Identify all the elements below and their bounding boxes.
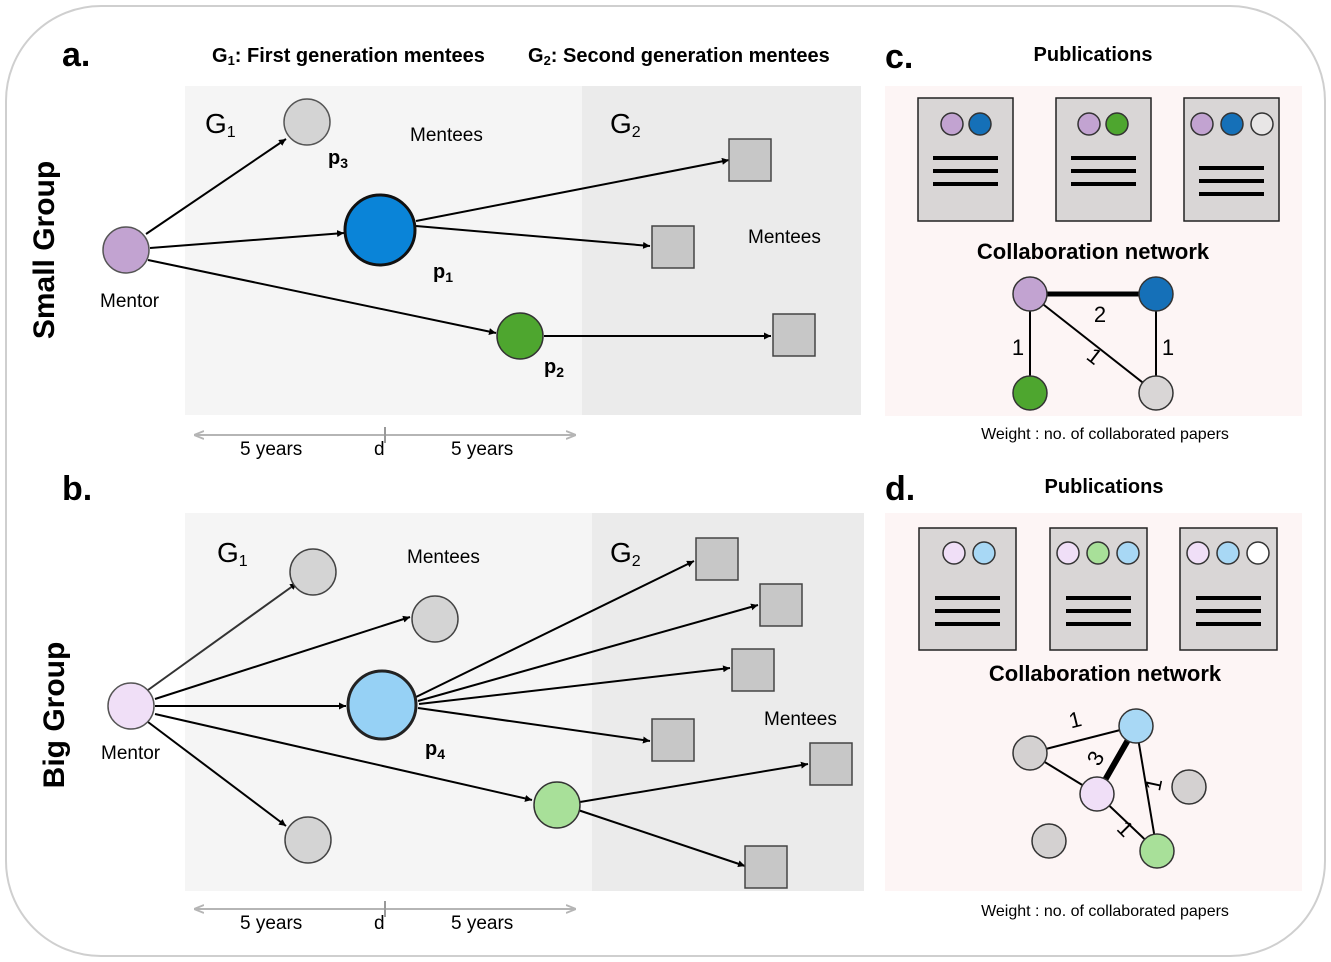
panel-a-mentor-label: Mentor: [100, 291, 160, 312]
panel-c-network-edge: [1029, 293, 1157, 394]
panel-d-network-node: [1079, 776, 1115, 812]
panel-d-network-node: [1031, 823, 1067, 859]
panel-d-edge-weight: 1: [1140, 776, 1167, 793]
panel-d-letter: d.: [885, 470, 915, 508]
header-g1: G1: First generation mentees: [212, 45, 485, 68]
edge-mentor-p2: [147, 259, 497, 335]
panel-b-g1-node: [411, 595, 459, 643]
label-p1: p1: [433, 261, 453, 285]
panel-b-mentees-g2: Mentees: [764, 709, 837, 730]
panel-b-green-node: [533, 781, 581, 829]
panel-d-network-edge: [1135, 725, 1158, 852]
panel-b-years-left: 5 years: [240, 913, 302, 934]
panel-b-mentor-node: [107, 682, 155, 730]
panel-b-g1-label: G1: [217, 537, 248, 570]
node-p3: [283, 98, 331, 146]
panel-c-document: [1183, 97, 1280, 222]
panel-c-edge-weight: 1: [1012, 335, 1024, 360]
edge-p1-g2a: [415, 157, 730, 222]
panel-a-g2-node: [772, 313, 816, 357]
panel-c-caption: Weight : no. of collaborated papers: [981, 426, 1229, 443]
panel-a-mentees-g1: Mentees: [410, 125, 483, 146]
panel-b-side-label: Big Group: [38, 642, 71, 789]
panel-d-network-node: [1139, 833, 1175, 869]
panel-d-document: [1179, 527, 1278, 651]
panel-a-g1-label: G1: [205, 108, 236, 141]
panel-b-g2-node: [759, 583, 803, 627]
panel-b-mentees-g1: Mentees: [407, 547, 480, 568]
panel-a-side-label: Small Group: [28, 161, 61, 339]
panel-b-d-label: d: [374, 913, 385, 934]
panel-c-network-node: [1138, 276, 1174, 312]
panel-b-edge: [579, 761, 809, 803]
panel-a-g2-label: G2: [610, 108, 641, 141]
panel-d-network-node: [1012, 735, 1048, 771]
panel-b-edge: [415, 560, 695, 698]
panel-c-title: Publications: [1034, 44, 1153, 66]
panel-d-caption: Weight : no. of collaborated papers: [981, 903, 1229, 920]
panel-c-network-node: [1012, 276, 1048, 312]
panel-b-years-right: 5 years: [451, 913, 513, 934]
panel-a-years-right: 5 years: [451, 439, 513, 460]
panel-a-d-label: d: [374, 439, 385, 460]
panel-d-network-node: [1118, 708, 1154, 744]
header-g2: G2: Second generation mentees: [528, 45, 830, 68]
panel-b-edge: [577, 809, 746, 868]
panel-d: d. Publications Coll: [885, 470, 1302, 920]
panel-b-g1-node: [289, 548, 337, 596]
panel-b-g2-label: G2: [610, 537, 641, 570]
label-p2: p2: [544, 356, 564, 380]
panel-c-edge-weight: 1: [1162, 335, 1174, 360]
panel-b-edge: [154, 615, 411, 700]
panel-b-mentor-label: Mentor: [101, 743, 161, 764]
edge-p1-g2b: [415, 225, 651, 249]
panel-b-edge: [147, 721, 287, 827]
edge-mentor-p1: [149, 230, 345, 249]
panel-c-letter: c.: [885, 38, 913, 76]
panel-b-letter: b.: [62, 470, 92, 508]
panel-d-network-edge: [1029, 725, 1137, 754]
panel-c: c. Publications Collab: [885, 38, 1302, 443]
label-p4: p4: [425, 738, 445, 762]
label-p3: p3: [328, 147, 348, 171]
panel-c-document: [1055, 97, 1152, 222]
panel-b-edge: [417, 603, 759, 702]
panel-b-edge: [417, 707, 651, 744]
panel-b-edge: [418, 665, 731, 705]
panel-b-g1-node: [284, 816, 332, 864]
edge-mentor-p3: [145, 138, 287, 235]
panel-d-document: [1049, 527, 1148, 651]
panel-a-g2-node: [728, 138, 772, 182]
node-p4: [346, 669, 418, 741]
panel-a-mentor-node: [102, 226, 150, 274]
panel-b-edge: [154, 713, 533, 802]
panel-b-g2-node: [731, 648, 775, 692]
panel-c-network-title: Collaboration network: [977, 239, 1210, 264]
node-p2: [496, 312, 544, 360]
panel-d-title: Publications: [1045, 476, 1164, 498]
panel-a-region-g2: [582, 86, 861, 415]
panel-b-g2-node: [744, 845, 788, 889]
panel-a-mentees-g2: Mentees: [748, 227, 821, 248]
panel-d-network-title: Collaboration network: [989, 661, 1222, 686]
panel-c-edge-weight: 2: [1094, 302, 1106, 327]
panel-d-network-node: [1171, 769, 1207, 805]
panel-b: b. Big Group G1 G2 Mentees Mentees Mento…: [38, 470, 864, 934]
panel-a-years-left: 5 years: [240, 439, 302, 460]
panel-a-letter: a.: [62, 36, 90, 74]
panel-c-network-node: [1138, 375, 1174, 411]
panel-d-document: [918, 527, 1017, 651]
panel-d-edge-weight: 1: [1066, 706, 1084, 733]
panel-b-g2-node: [809, 742, 853, 786]
panel-a-g2-node: [651, 225, 695, 269]
panel-b-edge: [147, 582, 298, 691]
panel-b-g2-node: [695, 537, 739, 581]
panel-b-g2-node: [651, 718, 695, 762]
node-p1: [343, 193, 417, 267]
panel-a: a. Small Group G1: First generation ment…: [28, 36, 861, 460]
panel-c-document: [917, 97, 1014, 222]
panel-c-network-node: [1012, 375, 1048, 411]
